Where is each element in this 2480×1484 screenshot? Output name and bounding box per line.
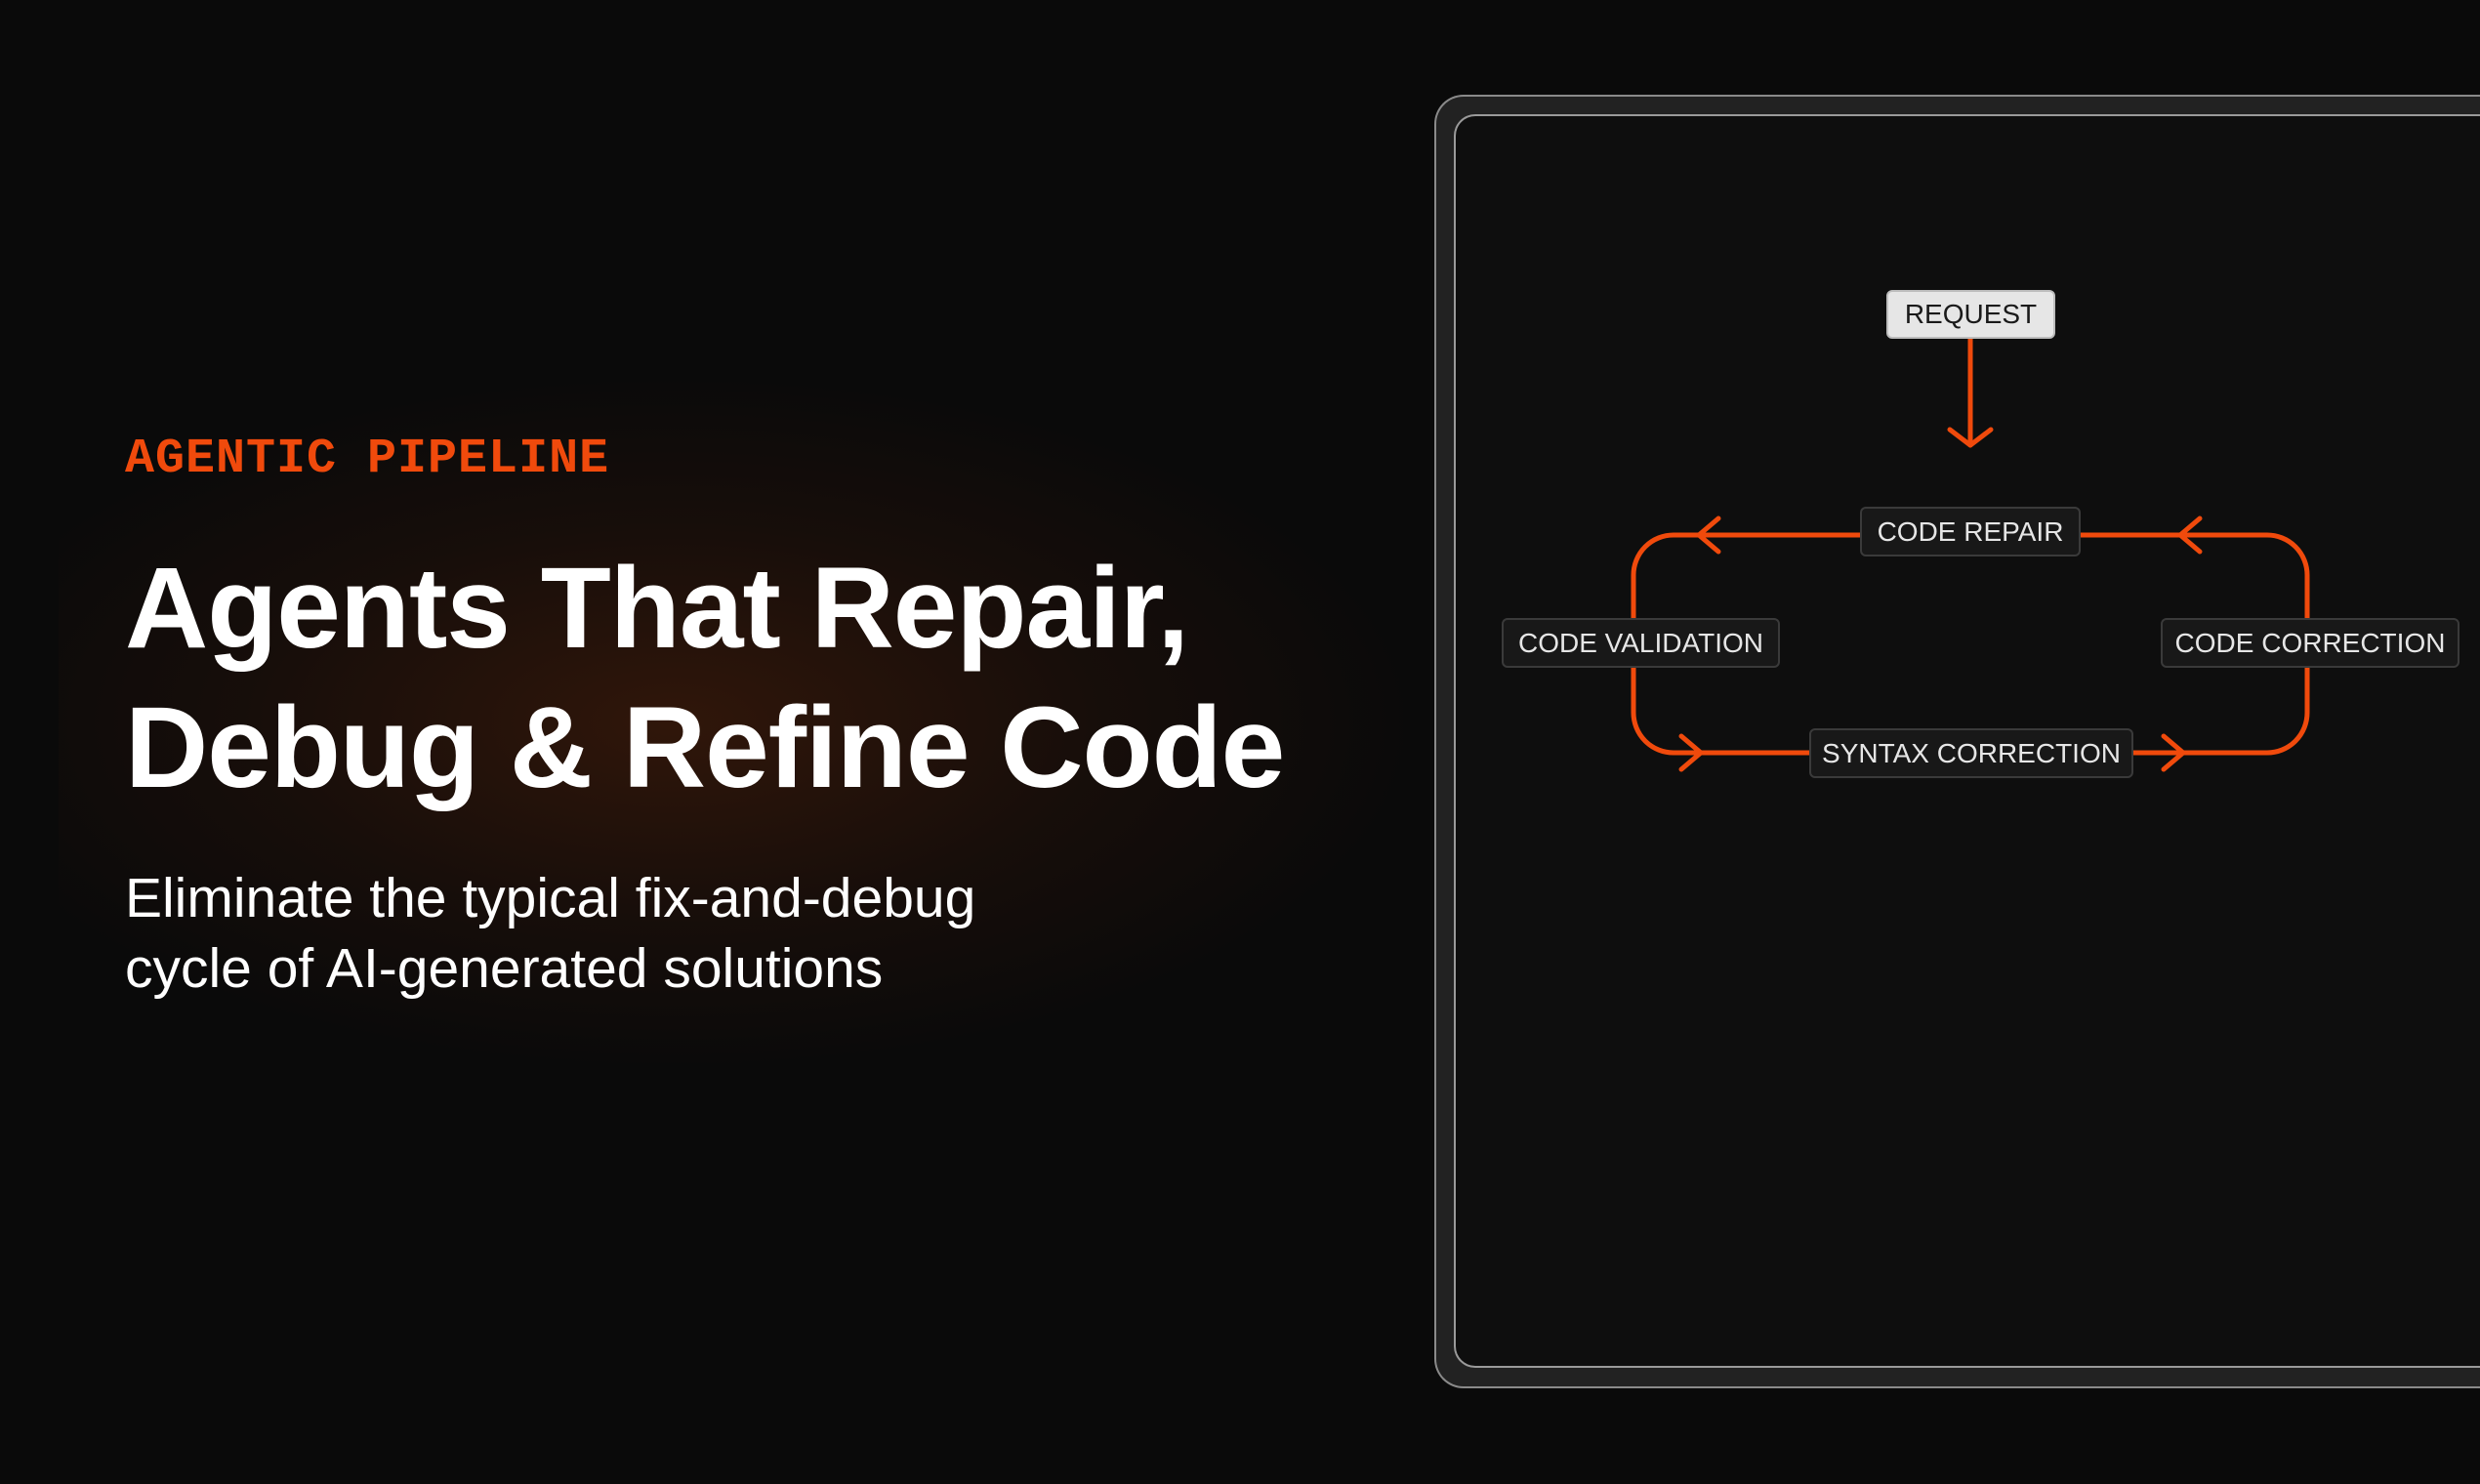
loop-bottom-right-line [2130, 665, 2310, 756]
arrow-right-icon [2161, 733, 2186, 772]
hero-title-line: Debug & Refine Code [125, 683, 1285, 812]
arrow-right-icon [1678, 733, 1704, 772]
background-glow [59, 371, 1426, 1074]
hero-subtitle-line: cycle of AI-generated solutions [125, 937, 884, 1000]
loop-top-left-line [1631, 532, 1863, 621]
hero-subtitle-line: Eliminate the typical fix-and-debug [125, 867, 976, 929]
node-syntax-correction: SYNTAX CORRECTION [1809, 728, 2133, 778]
hero-title-line: Agents That Repair, [125, 544, 1189, 673]
loop-top-right-line [2078, 532, 2310, 621]
eyebrow-label: AGENTIC PIPELINE [125, 432, 610, 487]
loop-bottom-left-line [1631, 665, 1812, 756]
arrow-left-icon [1696, 515, 1721, 555]
node-code-correction: CODE CORRECTION [2161, 618, 2459, 668]
hero-subtitle: Eliminate the typical fix-and-debug cycl… [125, 863, 975, 1004]
hero-title: Agents That Repair, Debug & Refine Code [125, 539, 1285, 818]
node-code-repair: CODE REPAIR [1860, 507, 2081, 556]
arrow-down-icon [1947, 427, 1994, 448]
node-request: REQUEST [1886, 290, 2055, 339]
node-code-validation: CODE VALIDATION [1502, 618, 1780, 668]
arrow-left-icon [2177, 515, 2203, 555]
